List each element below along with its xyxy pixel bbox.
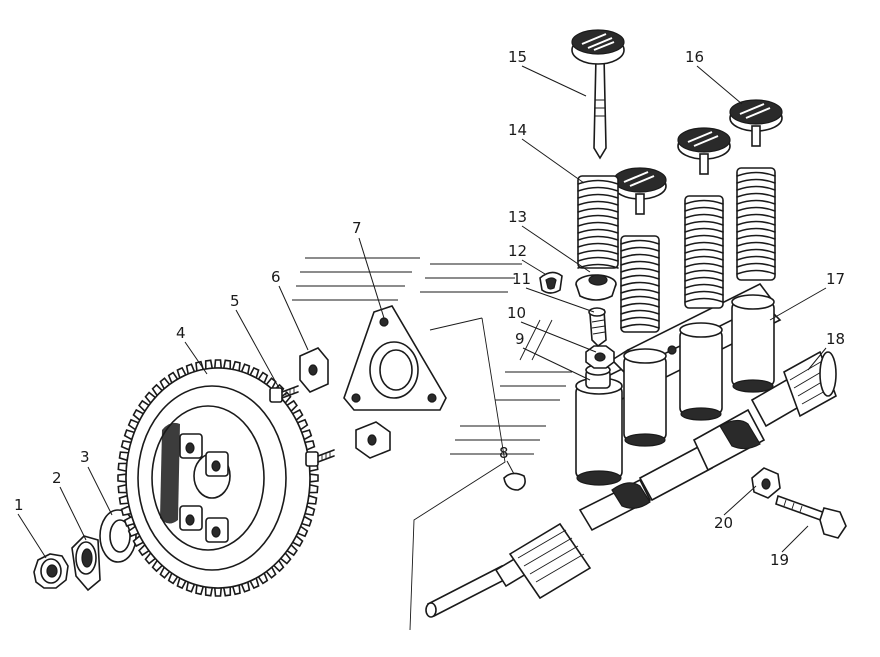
part-20-nut bbox=[751, 467, 781, 499]
part-7-thrust-plate bbox=[343, 305, 447, 411]
part-8-key bbox=[503, 472, 526, 491]
callout-number: 7 bbox=[352, 219, 362, 237]
callout-number: 15 bbox=[508, 48, 527, 66]
valve-head bbox=[729, 99, 783, 147]
part-18-camshaft bbox=[425, 350, 837, 618]
part-5-bolts bbox=[269, 385, 335, 467]
leader-line bbox=[522, 347, 591, 381]
part-19-bolt bbox=[775, 494, 847, 539]
leader-line bbox=[235, 309, 280, 389]
gear-tooth bbox=[117, 473, 127, 483]
part-13-retainer bbox=[575, 274, 617, 301]
callout-number: 14 bbox=[508, 121, 527, 139]
part-15-valve bbox=[571, 29, 625, 160]
callout-number: 16 bbox=[685, 48, 704, 66]
leader-line bbox=[87, 466, 113, 516]
gear-tooth bbox=[213, 587, 223, 597]
part-16-valve-assemblies bbox=[613, 99, 783, 333]
leader-line bbox=[723, 485, 757, 516]
valve-spring bbox=[684, 195, 724, 309]
callout-number: 13 bbox=[508, 208, 527, 226]
callout-number: 6 bbox=[271, 268, 281, 286]
part-1-nut bbox=[33, 553, 69, 589]
part-2-tab-washer bbox=[71, 535, 101, 592]
callout-number: 19 bbox=[770, 551, 789, 569]
callout-number: 17 bbox=[826, 270, 845, 288]
leader-line bbox=[769, 287, 827, 321]
callout-number: 4 bbox=[176, 324, 186, 342]
leader-line bbox=[278, 285, 309, 351]
part-6-plates bbox=[299, 347, 391, 459]
valve-spring bbox=[620, 235, 660, 333]
callout-number: 3 bbox=[80, 448, 90, 466]
leader-line bbox=[521, 225, 591, 273]
leader-line bbox=[521, 138, 585, 184]
part-11-screw bbox=[588, 307, 607, 348]
leader-line bbox=[506, 460, 515, 475]
callout-number: 18 bbox=[826, 330, 845, 348]
callout-number: 8 bbox=[499, 444, 509, 462]
callout-number: 10 bbox=[507, 304, 526, 322]
gear-tooth bbox=[213, 359, 223, 369]
valve-head bbox=[677, 127, 731, 175]
leader-line bbox=[59, 486, 87, 541]
leader-line bbox=[184, 341, 208, 375]
part-14-spring bbox=[577, 175, 619, 269]
leader-line bbox=[525, 287, 595, 313]
ghost-hatching bbox=[292, 257, 572, 455]
callout-number: 2 bbox=[52, 469, 62, 487]
part-12-collets bbox=[539, 271, 563, 294]
callout-number: 12 bbox=[508, 242, 527, 260]
part-4-gear bbox=[117, 359, 319, 597]
leader-line bbox=[521, 259, 546, 275]
callout-number: 9 bbox=[515, 330, 525, 348]
part-10-nut bbox=[585, 345, 615, 369]
leader-line bbox=[520, 321, 597, 353]
leader-line bbox=[358, 237, 385, 319]
callout-number: 5 bbox=[230, 292, 240, 310]
leader-line bbox=[521, 65, 587, 97]
valve-spring bbox=[736, 167, 776, 281]
callout-number: 11 bbox=[512, 270, 531, 288]
leader-line bbox=[696, 65, 743, 105]
callout-number: 1 bbox=[14, 496, 24, 514]
valve-head bbox=[613, 167, 667, 215]
gear-tooth bbox=[309, 473, 319, 483]
leader-line bbox=[17, 513, 47, 559]
leader-line bbox=[807, 347, 827, 371]
callout-number: 20 bbox=[714, 514, 733, 532]
leader-line bbox=[781, 525, 809, 553]
spring-coil bbox=[577, 175, 619, 269]
panel-outline bbox=[409, 317, 506, 631]
